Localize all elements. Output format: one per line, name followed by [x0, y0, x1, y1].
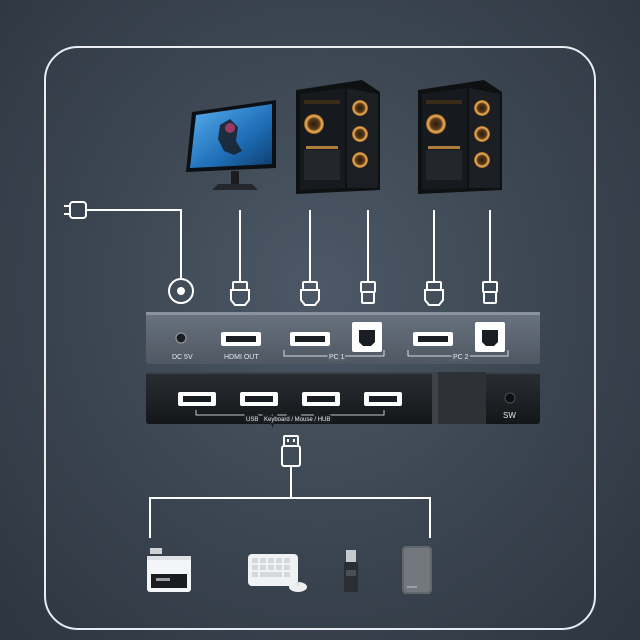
dc-barrel-connector: [168, 278, 194, 304]
usb-a-port-4: [364, 392, 402, 406]
cables: [86, 209, 491, 538]
pc1-hdmi-port: [290, 332, 330, 346]
usb-a-connector-hub: [281, 435, 301, 467]
hdmi-out-label: HDMI OUT: [224, 354, 259, 361]
usb-drive-icon: [344, 550, 358, 592]
usb-label: USB: [246, 417, 258, 423]
usb-b-connector-pc2: [482, 281, 498, 304]
kvm-rear-panel: DC 5V HDMI OUT PC 1 PC 2: [146, 312, 540, 364]
usb-desc-label: Keyboard / Mouse / HUB: [264, 417, 330, 423]
pc2-usb-b-port: [475, 322, 505, 352]
hdmi-connector-pc1: [300, 281, 320, 306]
mouse-icon: [289, 582, 307, 592]
monitor-icon: [186, 100, 276, 190]
keyboard-icon: [248, 554, 298, 586]
switch-knob: [432, 372, 486, 424]
usb-bracket: [195, 410, 385, 416]
rounded-frame: [44, 46, 596, 630]
hdmi-connector-pc2: [424, 281, 444, 306]
pc1-label: PC 1: [329, 354, 345, 361]
power-plug-icon: [64, 201, 87, 219]
usb-b-connector-pc1: [360, 281, 376, 304]
power-cable: [86, 209, 182, 278]
dc-label: DC 5V: [172, 354, 193, 361]
peripheral-bus: [149, 497, 431, 538]
pc1-bracket: [283, 350, 385, 357]
pc2-tower-icon: [418, 80, 502, 194]
pc2-hdmi-port: [413, 332, 453, 346]
external-hdd-icon: [402, 546, 432, 594]
kvm-front-panel: USB Keyboard / Mouse / HUB SW: [146, 372, 540, 425]
usb-a-port-2: [240, 392, 278, 406]
dc-port: [175, 332, 187, 344]
usb-a-port-1: [178, 392, 216, 406]
usb-a-port-3: [302, 392, 340, 406]
sw-label: SW: [503, 411, 516, 420]
printer-icon: [147, 548, 191, 592]
pc2-bracket: [407, 350, 509, 357]
pc2-label: PC 2: [453, 354, 469, 361]
hdmi-out-port: [221, 332, 261, 346]
hdmi-connector-out: [230, 281, 250, 306]
sw-button: [504, 392, 516, 404]
pc1-usb-b-port: [352, 322, 382, 352]
pc1-tower-icon: [296, 80, 380, 194]
